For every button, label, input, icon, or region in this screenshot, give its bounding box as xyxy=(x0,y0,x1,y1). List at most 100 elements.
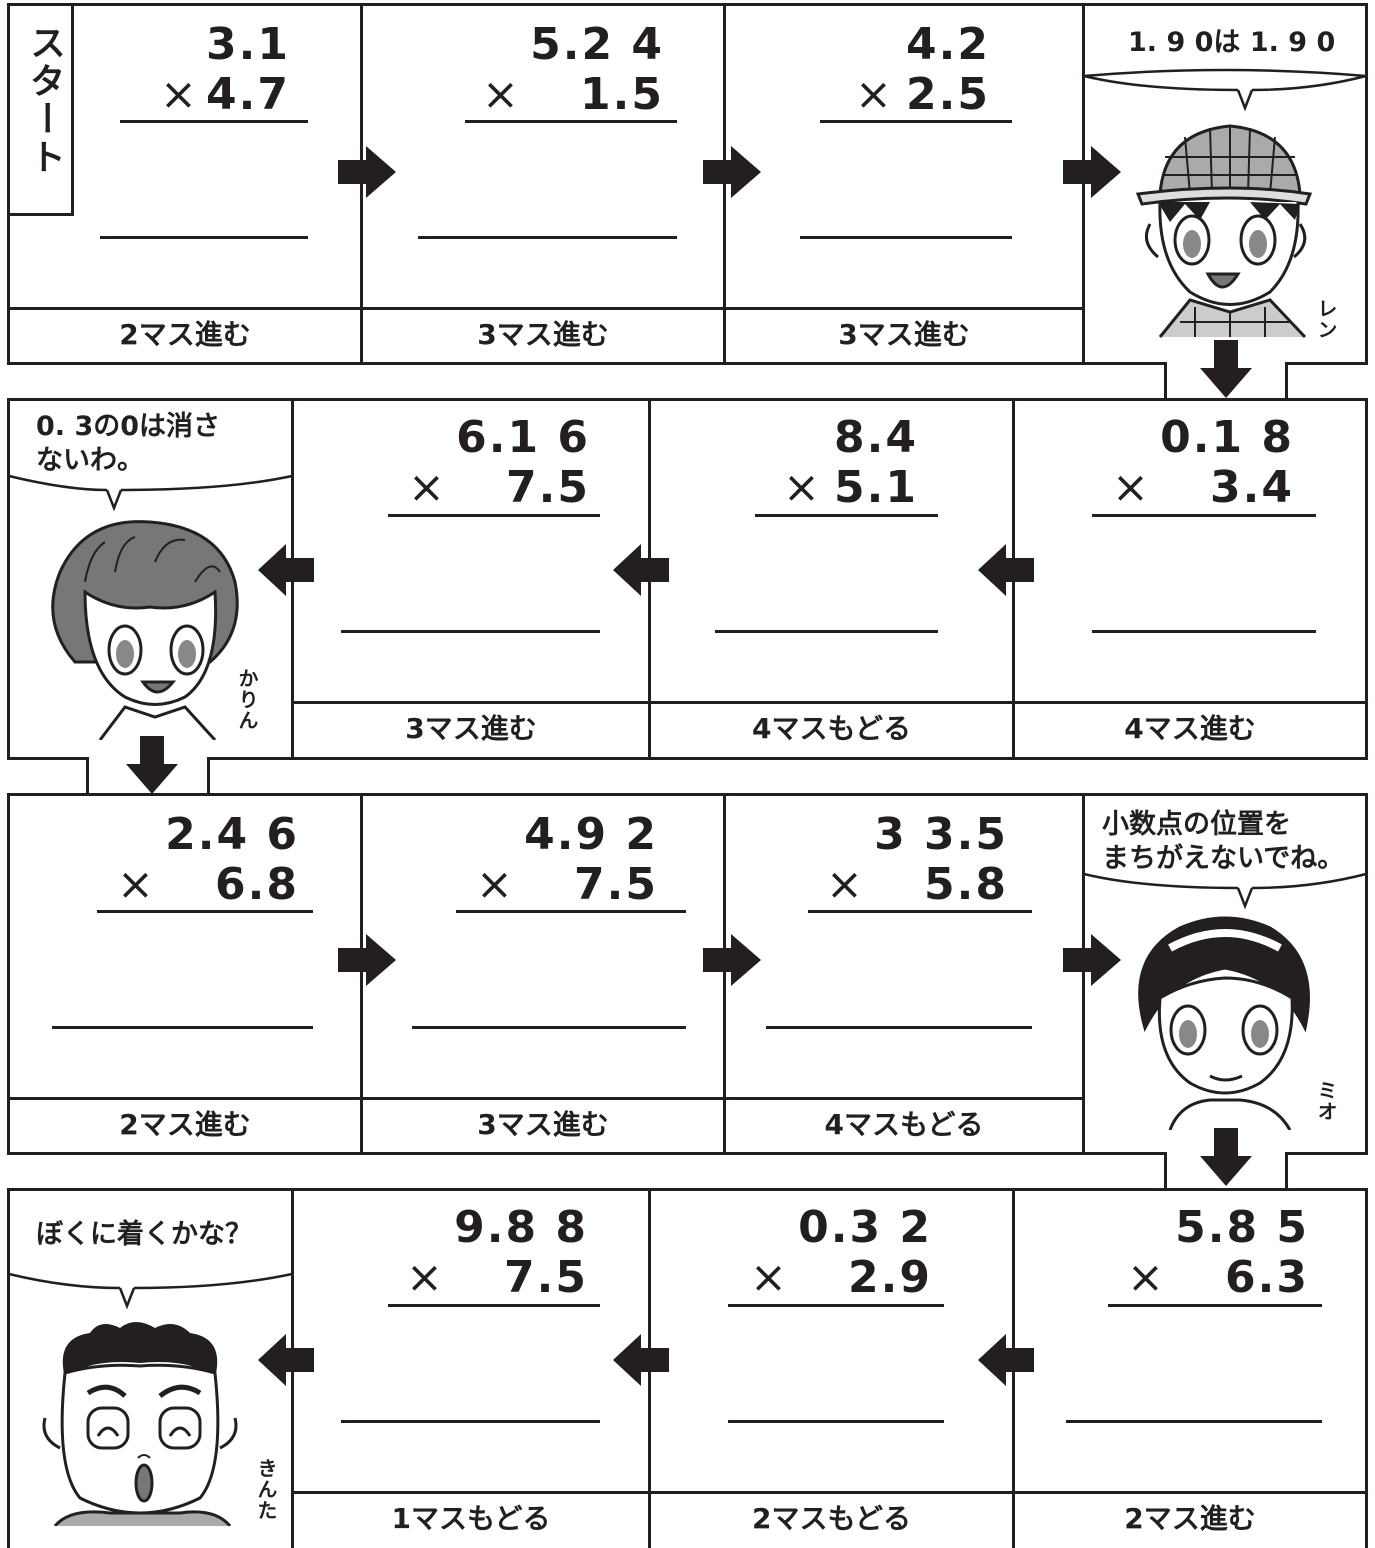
times-sign: × xyxy=(482,69,521,120)
row1-cell3-calc: 4.2 × 2.5 xyxy=(855,20,990,120)
row4-cell2-move-label: 2マスもどる xyxy=(752,1502,911,1535)
row2-problem-3 xyxy=(1012,398,1368,760)
multiplicand: 6.1 6 xyxy=(456,412,590,463)
row3-cell1-calc: 2.4 6 × 6.8 xyxy=(117,810,299,910)
arrow-left-icon xyxy=(258,1334,314,1386)
row1-problem-1 xyxy=(7,3,363,365)
row1-cell3-move-label: 3マス進む xyxy=(838,318,970,351)
character-name-kinta: きんた xyxy=(254,1458,278,1521)
row3-cell2-product-line xyxy=(456,910,686,913)
times-sign: × xyxy=(406,1252,445,1303)
row3-problem-2 xyxy=(360,793,726,1155)
multiplier: 3.4 xyxy=(1210,462,1294,513)
row1-cell1-move-label: 2マス進む xyxy=(119,318,251,351)
arrow-right-icon xyxy=(1063,934,1121,986)
arrow-left-icon xyxy=(978,544,1034,596)
speech-text-line1: 小数点の位置を xyxy=(1102,809,1291,840)
row2-cell3-calc: 0.1 8 × 3.4 xyxy=(1112,413,1294,513)
detective-boy-avatar xyxy=(1135,124,1313,339)
arrow-down-icon xyxy=(1200,1128,1252,1186)
multiplicand: 2.4 6 xyxy=(165,809,299,860)
character-name-karin: かりん xyxy=(235,668,259,731)
row4-cell3-product-line xyxy=(1108,1304,1322,1307)
row1-cell2-move-label: 3マス進む xyxy=(477,318,609,351)
speech-bubble-tail xyxy=(8,1272,293,1310)
speech-text: 1. 9 0は 1. 9 0 xyxy=(1128,27,1336,58)
times-sign: × xyxy=(476,859,515,910)
arrow-left-icon xyxy=(258,544,314,596)
row4-problem-2 xyxy=(648,1188,1015,1548)
row3-problem-1 xyxy=(7,793,363,1155)
ponytail-girl-avatar xyxy=(51,520,239,740)
row4-cell3-calc: 5.8 5 × 6.3 xyxy=(1127,1203,1309,1303)
row1-cell1-calc: 3.1 × 4.7 xyxy=(160,20,290,120)
multiplicand: 5.2 4 xyxy=(530,19,664,70)
row2-cell2-move-label: 4マスもどる xyxy=(752,712,911,745)
row4-cell1-product-line xyxy=(388,1304,600,1307)
speech-text-line1: 0. 3の0は消さ xyxy=(36,411,221,442)
times-sign: × xyxy=(855,69,894,120)
row4-cell1-move-label: 1マスもどる xyxy=(391,1502,551,1535)
row3-label-divider xyxy=(7,1097,1085,1100)
start-label: スタート xyxy=(24,24,65,176)
row1-cell2-answer-line xyxy=(418,236,677,239)
arrow-right-icon xyxy=(703,146,761,198)
curly-hair-boy-avatar xyxy=(42,1322,238,1526)
row2-cell3-product-line xyxy=(1092,514,1316,517)
times-sign: × xyxy=(408,462,447,513)
multiplier: 2.5 xyxy=(906,69,990,120)
row4-cell1-answer-line xyxy=(341,1420,600,1423)
multiplier: 7.5 xyxy=(506,462,590,513)
row3-cell1-answer-line xyxy=(52,1026,313,1029)
row2-cell2-product-line xyxy=(755,514,938,517)
row2-cell1-move-label: 3マス進む xyxy=(405,712,537,745)
multiplicand: 9.8 8 xyxy=(454,1202,588,1253)
multiplicand: 0.1 8 xyxy=(1160,412,1294,463)
headband-girl-avatar xyxy=(1138,916,1310,1130)
row3-cell2-answer-line xyxy=(412,1026,686,1029)
times-sign: × xyxy=(783,462,822,513)
speech-bubble-tail xyxy=(1083,68,1367,112)
row2-label-divider xyxy=(291,701,1368,704)
multiplier: 6.3 xyxy=(1225,1252,1309,1303)
row2-cell2-answer-line xyxy=(715,630,938,633)
speech-bubble-ren: 1. 9 0は 1. 9 0 xyxy=(1128,26,1335,60)
row3-cell1-move-label: 2マス進む xyxy=(119,1108,251,1141)
row1-cell3-answer-line xyxy=(800,236,1012,239)
row1-cell3-product-line xyxy=(820,120,1012,123)
character-name-ren: レン xyxy=(1314,298,1338,340)
row2-cell3-answer-line xyxy=(1092,630,1316,633)
row3-problem-3 xyxy=(723,793,1085,1155)
speech-text-line2: ないわ。 xyxy=(36,445,144,476)
multiplicand: 8.4 xyxy=(834,412,918,463)
row4-label-divider xyxy=(291,1491,1368,1494)
start-tab xyxy=(7,3,74,216)
row3-cell2-calc: 4.9 2 × 7.5 xyxy=(476,810,658,910)
row3-cell2-move-label: 3マス進む xyxy=(477,1108,609,1141)
row4-cell3-move-label: 2マス進む xyxy=(1124,1502,1256,1535)
speech-text-line2: まちがえないでね。 xyxy=(1102,843,1345,874)
row1-cell1-answer-line xyxy=(100,236,308,239)
speech-bubble-tail xyxy=(8,474,293,512)
arrow-left-icon xyxy=(613,1334,669,1386)
arrow-right-icon xyxy=(338,934,396,986)
arrow-left-icon xyxy=(978,1334,1034,1386)
row2-cell1-product-line xyxy=(388,514,600,517)
multiplicand: 5.8 5 xyxy=(1175,1202,1309,1253)
row4-problem-3 xyxy=(1012,1188,1368,1548)
multiplicand: 3.1 xyxy=(206,19,290,70)
multiplier: 7.5 xyxy=(504,1252,588,1303)
multiplicand: 0.3 2 xyxy=(798,1202,932,1253)
times-sign: × xyxy=(1127,1252,1166,1303)
row3-cell3-calc: 3 3.5 × 5.8 xyxy=(826,810,1008,910)
arrow-right-icon xyxy=(338,146,396,198)
times-sign: × xyxy=(1112,462,1151,513)
row4-cell2-answer-line xyxy=(728,1420,944,1423)
row4-cell1-calc: 9.8 8 × 7.5 xyxy=(406,1203,588,1303)
multiplier: 6.8 xyxy=(215,859,299,910)
times-sign: × xyxy=(750,1252,789,1303)
speech-bubble-mio: 小数点の位置を まちがえないでね。 xyxy=(1102,808,1344,876)
multiplier: 2.9 xyxy=(848,1252,932,1303)
row3-cell3-answer-line xyxy=(766,1026,1032,1029)
multiplier: 5.1 xyxy=(834,462,918,513)
